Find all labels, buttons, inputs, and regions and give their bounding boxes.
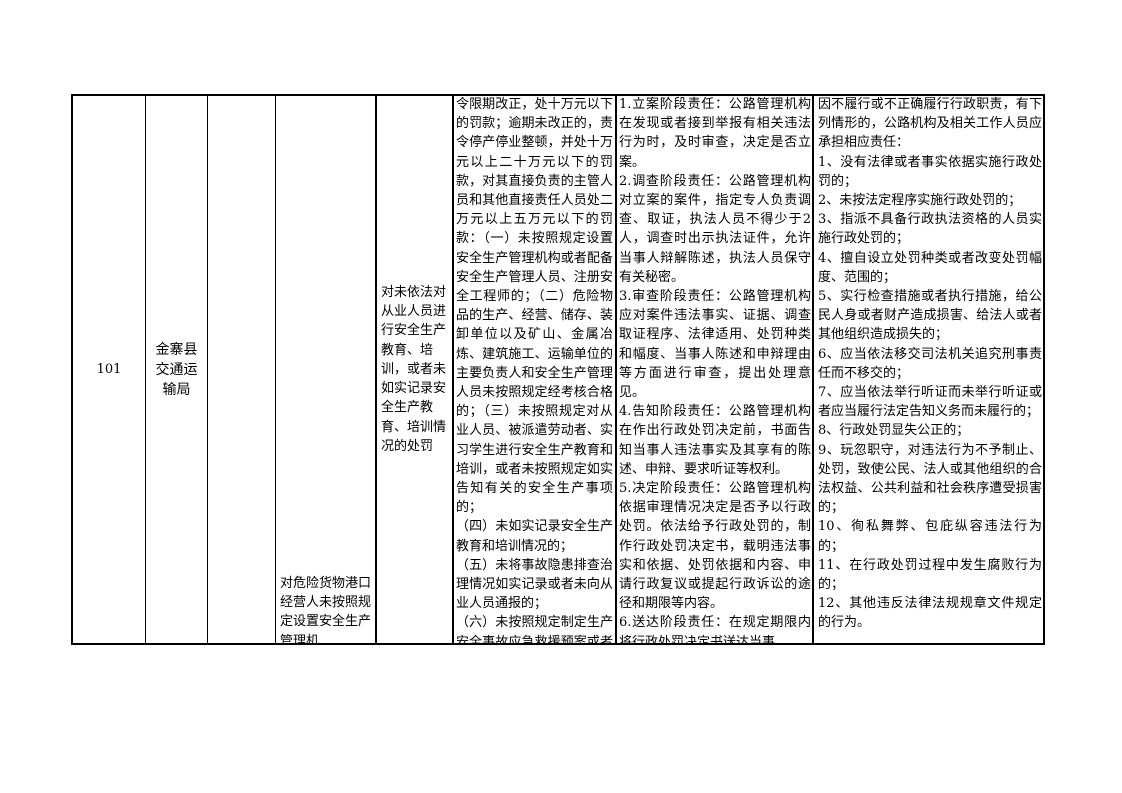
basis-paragraph: （五）未将事故隐患排查治理情况如实记录或者未向从业人员通报的；	[456, 557, 613, 612]
column-divider	[145, 94, 146, 645]
duty-paragraph: 4.告知阶段责任：公路管理机构在作出行政处罚决定前，书面告知当事人违法事实及其享…	[619, 404, 811, 477]
basis-paragraph: 令限期改正，处十万元以下的罚款；逾期未改正的，责令停产停业整顿，并处十万元以上二…	[456, 97, 613, 516]
duty-paragraph: 2.调查阶段责任：公路管理机构对立案的案件，指定专人负责调查、取证，执法人员不得…	[619, 173, 811, 285]
column-divider	[375, 94, 377, 645]
column-divider	[812, 94, 814, 645]
responsibility-cell: 1.立案阶段责任：公路管理机构在发现或者接到举报有相关违法行为时，及时审查，决定…	[617, 95, 813, 643]
basis-paragraph: （六）未按照规定制定生产安全事故应急救援预案或者未定期组织演练的	[456, 615, 613, 643]
item-name-cell: 对危险货物港口经营人未按照规定设置安全生产管理机	[276, 96, 375, 643]
accountability-paragraph: 10、徇私舞弊、包庇纵容违法行为的；	[818, 519, 1042, 554]
accountability-paragraph: 7、应当依法举行听证而未举行听证或者应当履行法定告知义务而未履行的；	[818, 385, 1042, 420]
duty-paragraph: 3.审查阶段责任：公路管理机构应对案件违法事实、证据、调查取证程序、法律适用、处…	[619, 289, 811, 401]
sequence-number: 101	[96, 361, 122, 377]
accountability-paragraph: 11、在行政处罚过程中发生腐败行为的；	[818, 557, 1042, 593]
basis-paragraph: （四）未如实记录安全生产教育和培训情况的；	[456, 519, 613, 554]
accountability-paragraph: 4、擅自设立处罚种类或者改变处罚幅度、范围的；	[818, 250, 1042, 285]
accountability-paragraph: 9、玩忽职守，对违法行为不予制止、处罚，致使公民、法人或其他组织的合法权益、公共…	[818, 442, 1042, 516]
accountability-paragraph: 2、未按法定程序实施行政处罚的；	[818, 193, 1022, 209]
sub-item-cell: 对未依法对从业人员进行安全生产教育、培训，或者未如实记录安全生产教育、培训情况的…	[376, 96, 453, 643]
duty-paragraph: 1.立案阶段责任：公路管理机构在发现或者接到举报有相关违法行为时，及时审查，决定…	[619, 97, 811, 170]
department-cell: 金寨县交通运输局	[146, 96, 207, 643]
legal-basis-cell: 令限期改正，处十万元以下的罚款；逾期未改正的，责令停产停业整顿，并处十万元以上二…	[454, 95, 616, 643]
accountability-paragraph: 6、应当依法移交司法机关追究刑事责任而不移交的；	[818, 346, 1042, 381]
column-divider	[452, 94, 454, 645]
accountability-cell: 因不履行或不正确履行行政职责，有下列情形的，公路机构及相关工作人员应承担相应责任…	[815, 95, 1044, 643]
accountability-paragraph: 8、行政处罚显失公正的；	[818, 423, 970, 439]
sub-item-name: 对未依法对从业人员进行安全生产教育、培训，或者未如实记录安全生产教育、培训情况的…	[381, 285, 447, 454]
column-divider	[275, 94, 276, 645]
duty-paragraph: 5.决定阶段责任：公路管理机构依据审理情况决定是否予以行政处罚。依法给予行政处罚…	[619, 481, 811, 612]
item-name: 对危险货物港口经营人未按照规定设置安全生产管理机	[280, 576, 372, 643]
column-divider	[615, 94, 617, 645]
accountability-paragraph: 因不履行或不正确履行行政职责，有下列情形的，公路机构及相关工作人员应承担相应责任…	[818, 97, 1042, 151]
table-frame	[71, 94, 1045, 645]
power-type-cell: 行政处罚	[208, 96, 275, 643]
sequence-number-cell: 101	[73, 96, 145, 643]
accountability-paragraph: 12、其他违反法律法规规章文件规定的行为。	[818, 596, 1042, 631]
department-name: 金寨县交通运输局	[155, 341, 198, 398]
accountability-paragraph: 3、指派不具备行政执法资格的人员实施行政处罚的；	[818, 212, 1042, 247]
column-divider	[207, 94, 208, 645]
accountability-paragraph: 1、没有法律或者事实依据实施行政处罚的；	[818, 154, 1042, 189]
accountability-paragraph: 5、实行检查措施或者执行措施，给公民人身或者财产造成损害、给法人或者其他组织造成…	[818, 289, 1042, 343]
duty-paragraph: 6.送达阶段责任：在规定期限内将行政处罚决定书送达当事	[619, 615, 811, 643]
